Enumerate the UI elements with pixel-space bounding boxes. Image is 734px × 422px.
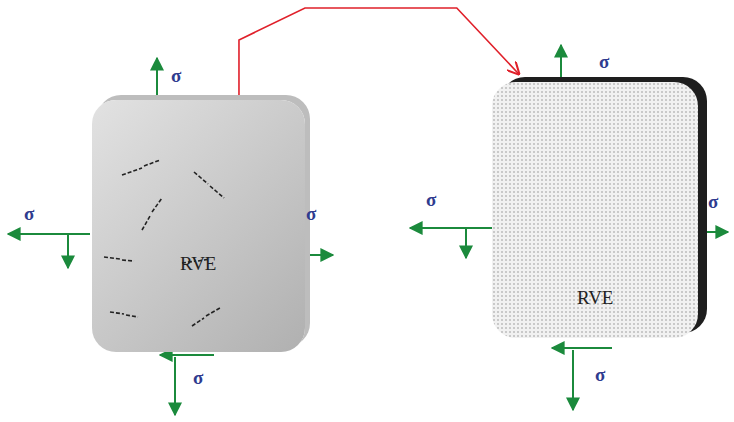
stress-symbol: σ xyxy=(306,203,316,225)
stress-symbol: σ xyxy=(426,189,436,211)
stress-symbol: σ xyxy=(599,51,609,73)
micro-cracks xyxy=(92,100,305,352)
rve-block: RVE xyxy=(492,82,698,338)
rve-block: RVE xyxy=(92,100,305,352)
stress-symbol: σ xyxy=(193,367,203,389)
rve-label: RVE xyxy=(577,287,613,309)
rve-label: RVE xyxy=(180,253,216,275)
stress-symbol: σ xyxy=(708,191,718,213)
stress-symbol: σ xyxy=(24,203,34,225)
stress-symbol: σ xyxy=(171,65,181,87)
stress-symbol: σ xyxy=(595,364,605,386)
transition-arrow xyxy=(239,8,519,96)
